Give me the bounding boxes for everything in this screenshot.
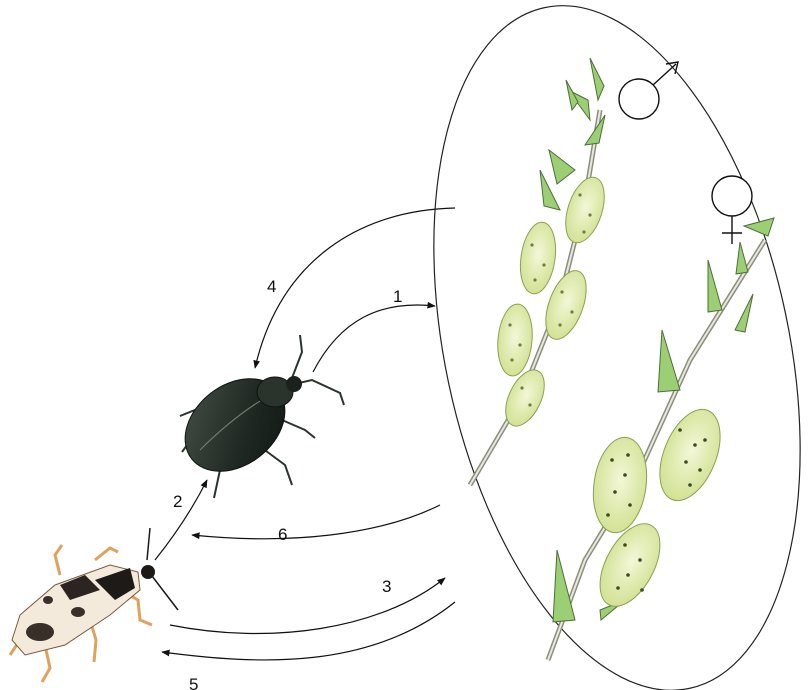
- arrow-label-3: 3: [382, 577, 391, 596]
- arrow-6: [192, 505, 440, 539]
- arrow-label-6: 6: [278, 525, 287, 544]
- arrow-label-4: 4: [267, 277, 276, 296]
- arrow-1: [313, 305, 435, 372]
- arrow-label-2: 2: [173, 492, 182, 511]
- arrow-label-5: 5: [189, 675, 198, 690]
- arrow-4: [255, 208, 455, 368]
- plant-enclosure: [376, 0, 808, 690]
- beetle-illustration: [167, 335, 344, 498]
- bug-illustration: [10, 528, 178, 682]
- arrow-3: [170, 578, 445, 634]
- arrow-label-1: 1: [393, 287, 402, 306]
